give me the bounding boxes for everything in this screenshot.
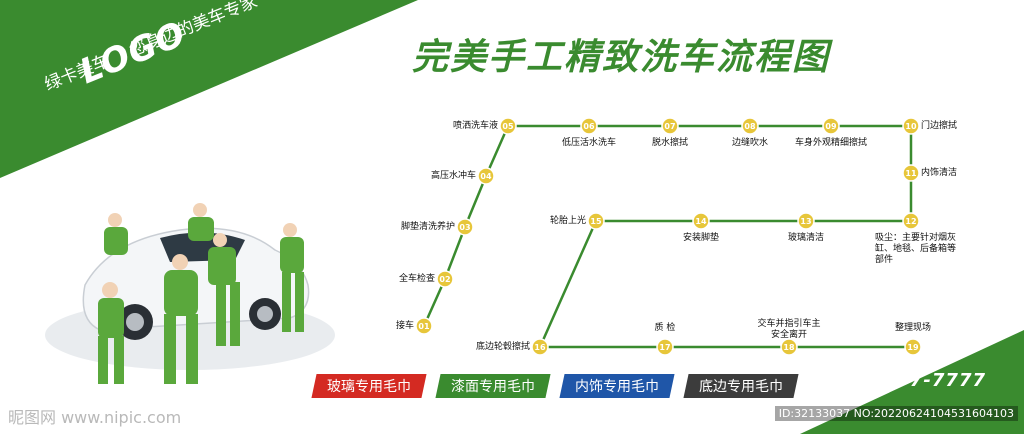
step-number-02: 02 (439, 275, 450, 284)
legend-interior-towel-label: 内饰专用毛巾 (575, 379, 659, 395)
step-node-16 (531, 338, 549, 356)
step-node-01 (415, 317, 433, 335)
worker-2 (164, 254, 198, 384)
step-node-13 (797, 212, 815, 230)
step-label-17: 质 检 (654, 323, 676, 333)
step-label-15: 轮胎上光 (550, 216, 587, 226)
step-number-16: 16 (534, 343, 546, 352)
phone-number: 400-777-7777 (833, 370, 986, 391)
step-label-19: 整理现场 (895, 323, 932, 333)
step-node-04 (477, 167, 495, 185)
step-number-13: 13 (800, 217, 811, 226)
step-label-13: 玻璃清洁 (788, 233, 825, 243)
step-number-19: 19 (907, 343, 919, 352)
step-node-19 (904, 338, 922, 356)
worker-1 (98, 282, 124, 384)
step-label-02: 全车检查 (399, 274, 436, 284)
step-label-05: 喷洒洗车液 (453, 121, 499, 131)
step-label-14: 安装脚垫 (683, 233, 720, 243)
step-number-03: 03 (459, 223, 470, 232)
step-node-08 (741, 117, 759, 135)
step-number-15: 15 (590, 217, 602, 226)
step-number-07: 07 (664, 122, 675, 131)
flow-nodes: 01 02 03 04 05 06 07 08 09 10 11 12 13 14 15 16 17 18 19 (415, 117, 922, 356)
step-label-03: 脚垫清洗养护 (401, 222, 456, 232)
step-label-16: 底边轮毂擦拭 (476, 342, 531, 352)
legend-glass-towel-label: 玻璃专用毛巾 (327, 379, 411, 395)
step-number-04: 04 (480, 172, 492, 181)
step-label-06: 低压活水洗车 (562, 138, 617, 148)
step-number-17: 17 (659, 343, 670, 352)
step-number-18: 18 (783, 343, 795, 352)
step-number-11: 11 (905, 169, 917, 178)
step-label-12: 吸尘：主要针对烟灰缸、地毯、后备箱等部件 (875, 233, 957, 265)
worker-6 (104, 213, 128, 255)
step-node-06 (580, 117, 598, 135)
step-number-08: 08 (744, 122, 756, 131)
step-label-09: 车身外观精细擦拭 (795, 138, 868, 148)
step-node-11 (902, 164, 920, 182)
step-node-09 (822, 117, 840, 135)
step-node-03 (456, 218, 474, 236)
step-node-15 (587, 212, 605, 230)
step-label-18: 交车并指引车主安全离开 (757, 319, 821, 340)
step-number-10: 10 (905, 122, 917, 131)
step-number-09: 09 (825, 122, 837, 131)
step-number-05: 05 (502, 122, 514, 131)
step-node-02 (436, 270, 454, 288)
step-label-07: 脱水擦拭 (652, 138, 689, 148)
legend-paint-towel-label: 漆面专用毛巾 (451, 379, 535, 395)
legend-glass-towel: 玻璃专用毛巾 (311, 374, 427, 398)
step-node-14 (692, 212, 710, 230)
watermark-id: ID:32133037 NO:20220624104531604103 (774, 406, 1018, 421)
step-label-10: 门边擦拭 (921, 121, 958, 131)
step-node-07 (661, 117, 679, 135)
car-wash-illustration (45, 203, 335, 384)
step-node-18 (780, 338, 798, 356)
flow-line-upper (422, 124, 913, 327)
legend-paint-towel: 漆面专用毛巾 (435, 374, 551, 398)
step-number-12: 12 (905, 217, 916, 226)
step-label-08: 边缝吹水 (732, 138, 769, 148)
flow-line-lower (538, 220, 913, 349)
step-label-04: 高压水冲车 (431, 171, 477, 181)
worker-3 (208, 233, 240, 346)
legend-bottom-towel: 底边专用毛巾 (683, 374, 799, 398)
step-label-11: 内饰清洁 (921, 168, 958, 178)
step-node-10 (902, 117, 920, 135)
watermark-site: 昵图网 www.nipic.com (8, 408, 182, 427)
legend-interior-towel: 内饰专用毛巾 (559, 374, 675, 398)
step-label-01: 接车 (396, 321, 415, 331)
worker-5 (188, 203, 214, 241)
step-node-12 (902, 212, 920, 230)
step-number-06: 06 (583, 122, 595, 131)
top-left-green-band (0, 0, 418, 178)
legend-bottom-towel-label: 底边专用毛巾 (699, 379, 783, 395)
bottom-right-green-band (800, 330, 1024, 434)
worker-4 (280, 223, 304, 332)
step-node-05 (499, 117, 517, 135)
step-number-14: 14 (695, 217, 707, 226)
flow-connector-lines (422, 124, 913, 349)
step-node-17 (656, 338, 674, 356)
page-title: 完美手工精致洗车流程图 (412, 37, 831, 78)
step-number-01: 01 (418, 322, 430, 331)
